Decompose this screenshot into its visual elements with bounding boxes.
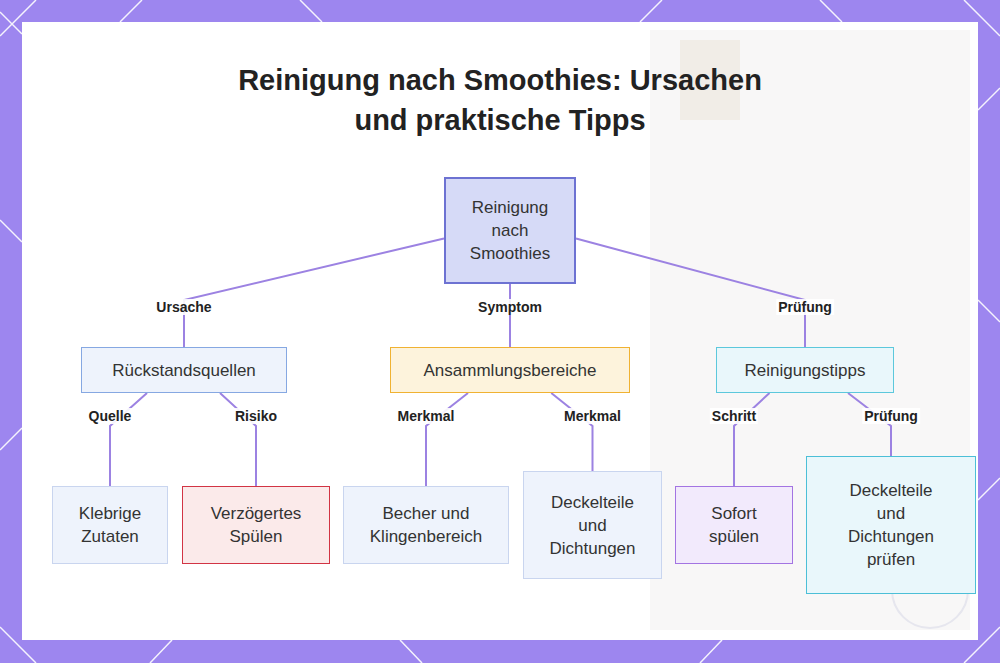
edge-label: Schritt <box>710 408 758 424</box>
root-topic-box: Reinigung nach Smoothies <box>444 177 576 284</box>
risk-box: Verzögertes Spülen <box>182 486 330 564</box>
leaf-box: Becher und Klingenbereich <box>343 486 509 564</box>
edge-label: Merkmal <box>396 408 457 424</box>
tree-connector <box>220 393 256 486</box>
node-text: Reinigungstipps <box>745 359 866 382</box>
panel <box>22 22 978 640</box>
tree-connector <box>426 393 468 486</box>
category-box: Ansammlungsbereiche <box>390 347 630 393</box>
node-text: Becher und Klingenbereich <box>358 502 494 548</box>
tree-connector <box>576 239 805 348</box>
edge-label: Symptom <box>476 299 544 315</box>
category-box: Rückstandsquellen <box>81 347 287 393</box>
node-text: Verzögertes Spülen <box>197 502 315 548</box>
leaf-box: Deckelteile und Dichtungen <box>523 471 662 579</box>
node-text: Sofort spülen <box>694 502 774 548</box>
tree-connector <box>509 284 511 347</box>
edge-label: Prüfung <box>862 408 920 424</box>
tree-connector <box>551 393 592 471</box>
tree-connector <box>848 393 891 456</box>
node-text: Deckelteile und Dichtungen prüfen <box>837 479 945 571</box>
category-box: Reinigungstipps <box>716 347 894 393</box>
tree-connector <box>110 393 147 486</box>
tree-connector <box>734 393 770 486</box>
edge-label: Prüfung <box>776 299 834 315</box>
node-text: Deckelteile und Dichtungen <box>540 491 645 560</box>
node-text: Reinigung nach Smoothies <box>464 196 556 265</box>
check-box: Deckelteile und Dichtungen prüfen <box>806 456 976 594</box>
edge-label: Risiko <box>233 408 279 424</box>
edge-label: Merkmal <box>562 408 623 424</box>
node-text: Rückstandsquellen <box>112 359 256 382</box>
node-text: Klebrige Zutaten <box>67 502 153 548</box>
tree-connector <box>184 239 444 348</box>
leaf-box: Klebrige Zutaten <box>52 486 168 564</box>
edge-label: Quelle <box>87 408 134 424</box>
node-text: Ansammlungsbereiche <box>424 359 597 382</box>
edge-label: Ursache <box>154 299 213 315</box>
diagram-title: Reinigung nach Smoothies: Ursachen und p… <box>215 60 785 140</box>
step-box: Sofort spülen <box>675 486 793 564</box>
